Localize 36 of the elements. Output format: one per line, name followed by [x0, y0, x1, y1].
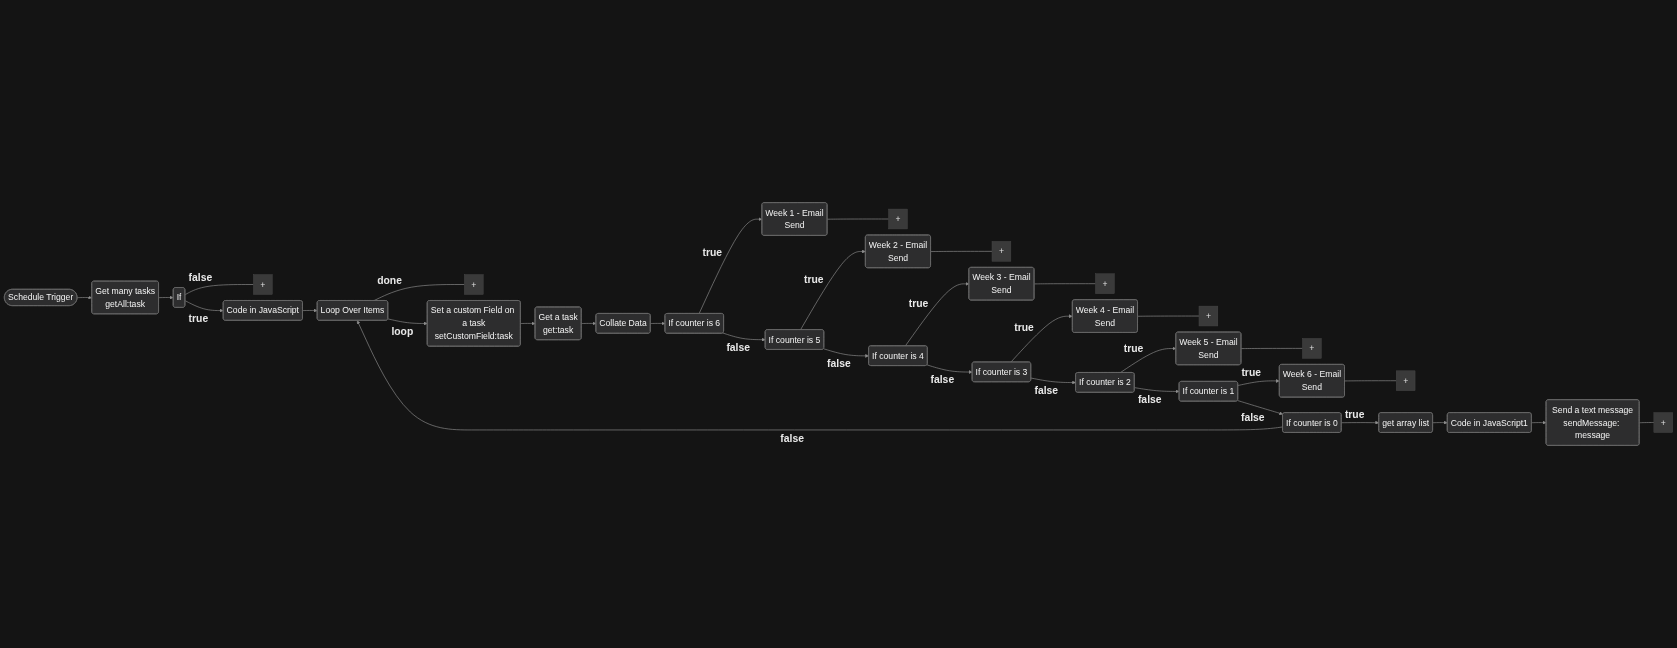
- edge-label: false: [188, 271, 213, 283]
- connector: [184, 284, 254, 295]
- connector: [1137, 315, 1200, 317]
- node-box: +: [253, 274, 273, 295]
- node-box: +: [1653, 412, 1673, 433]
- connector: [1240, 348, 1303, 349]
- edge-label: done: [377, 274, 402, 286]
- edge-label: false: [780, 432, 804, 444]
- node-box: +: [991, 241, 1012, 262]
- edge-label: true: [803, 273, 824, 286]
- edge-label: true: [1123, 342, 1144, 355]
- edge-label: false: [1137, 393, 1162, 405]
- edge-label: false: [930, 373, 955, 386]
- node-box: +: [1302, 338, 1322, 359]
- edge-label: true: [1014, 321, 1034, 334]
- node-box: +: [464, 274, 484, 295]
- edge-label: true: [1241, 366, 1261, 379]
- connector: [930, 251, 993, 252]
- edge-label: false: [827, 357, 851, 370]
- node-box: +: [1396, 370, 1416, 391]
- connector: [1344, 380, 1397, 382]
- node-box: +: [1198, 305, 1219, 327]
- edge-label: false: [1034, 384, 1059, 397]
- edge-label: false: [726, 341, 750, 354]
- edge-label: true: [702, 246, 723, 259]
- connector: [373, 284, 465, 301]
- edge-label: false: [1240, 411, 1265, 424]
- connector: [1639, 422, 1655, 424]
- edge-label: loop: [391, 325, 414, 337]
- edge-label: true: [1344, 408, 1365, 420]
- node-box: +: [888, 208, 908, 230]
- connector: [826, 218, 889, 220]
- node-box: +: [1095, 273, 1115, 294]
- edge-label: true: [188, 312, 209, 324]
- connector: [1033, 283, 1096, 285]
- edge-label: true: [908, 297, 929, 310]
